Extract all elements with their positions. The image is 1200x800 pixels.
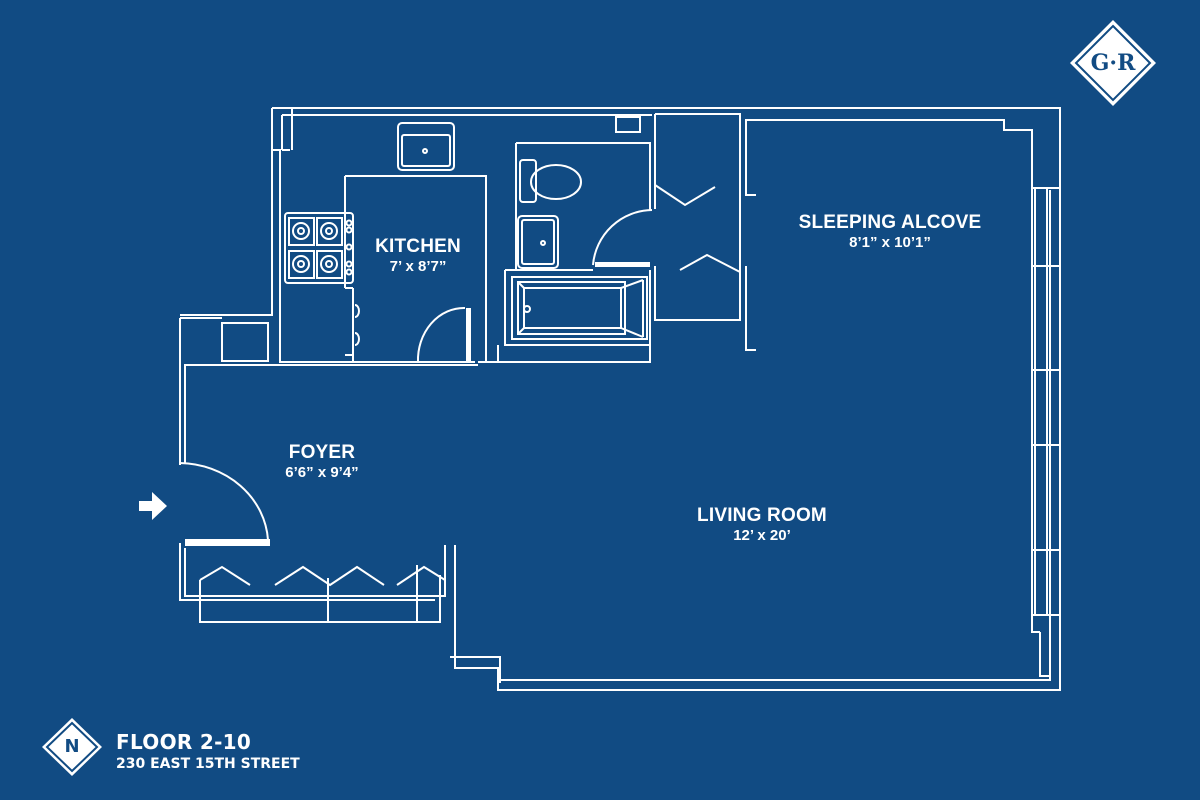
plan-footer: FLOOR 2-10 230 EAST 15TH STREET — [116, 731, 300, 773]
entry-door-slab — [185, 539, 270, 546]
foyer-closet-doors — [199, 565, 446, 587]
kitchen-door-swing — [416, 306, 466, 363]
room-dimensions: 8’1” x 10’1” — [849, 234, 931, 251]
stove — [284, 212, 354, 284]
compass-north-label: N — [64, 736, 80, 757]
toilet-bowl — [530, 164, 582, 200]
kitchen-walls — [279, 150, 487, 363]
compass-badge — [42, 718, 102, 776]
entry-arrow-icon — [139, 492, 167, 520]
room-dimensions: 6’6” x 9’4” — [285, 464, 359, 481]
bathtub — [511, 276, 648, 340]
room-name: KITCHEN — [375, 236, 461, 257]
bathroom-sink — [517, 215, 559, 269]
window-frame — [1032, 187, 1060, 616]
room-name: LIVING ROOM — [697, 505, 827, 526]
room-label-kitchen: KITCHEN 7’ x 8’7” — [358, 236, 478, 276]
room-label-sleeping-alcove: SLEEPING ALCOVE 8’1” x 10’1” — [780, 212, 1000, 252]
toilet-tank — [519, 159, 537, 203]
address-label: 230 EAST 15TH STREET — [116, 756, 300, 772]
bathroom-door-slab — [595, 262, 650, 267]
kitchen-door-slab — [466, 308, 471, 363]
room-dimensions: 12’ x 20’ — [733, 527, 791, 544]
floor-label: FLOOR 2-10 — [116, 730, 252, 754]
closet-walls — [654, 113, 741, 321]
room-name: SLEEPING ALCOVE — [798, 212, 982, 233]
room-dimensions: 7’ x 8’7” — [389, 258, 447, 275]
room-label-living-room: LIVING ROOM 12’ x 20’ — [672, 505, 852, 545]
closet-box — [221, 322, 269, 362]
entry-door-swing — [179, 462, 269, 541]
logo-text: G·R — [1090, 50, 1136, 76]
kitchen-sink — [397, 122, 455, 171]
inner-wall — [184, 114, 1051, 681]
bathroom-walls — [504, 142, 651, 346]
brand-logo — [1070, 20, 1156, 106]
room-name: FOYER — [288, 442, 356, 463]
vent-box — [615, 116, 641, 133]
outer-wall — [179, 107, 1061, 691]
room-label-foyer: FOYER 6’6” x 9’4” — [262, 442, 382, 482]
bathroom-door-swing — [592, 209, 653, 266]
